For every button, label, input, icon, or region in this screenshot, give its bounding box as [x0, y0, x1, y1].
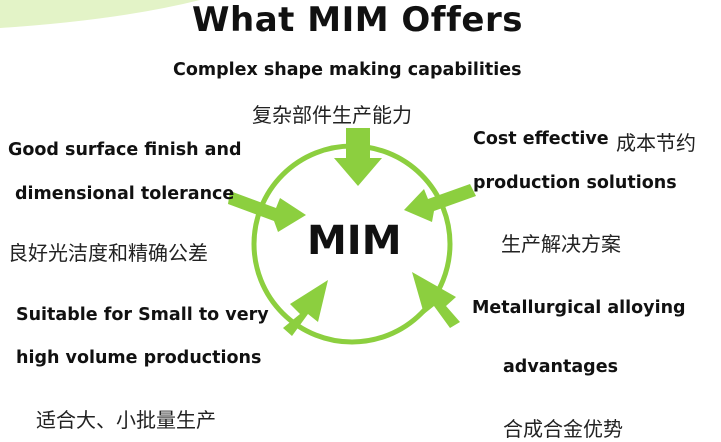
bottom-left-item-en-line1: Suitable for Small to very: [16, 305, 269, 325]
arrow-left-in: [228, 191, 306, 232]
right-item-zh-inline: 成本节约: [616, 131, 696, 155]
top-item-en: Complex shape making capabilities: [173, 60, 522, 80]
bottom-right-item-en-line2: advantages: [503, 357, 618, 377]
arrow-right-in: [404, 184, 476, 222]
page-title: What MIM Offers: [192, 0, 523, 40]
bottom-left-item-zh: 适合大、小批量生产: [36, 408, 216, 432]
right-item-en-line2: production solutions: [473, 173, 677, 193]
mim-center-label: MIM: [307, 218, 402, 264]
left-item-en-line2: dimensional tolerance: [15, 184, 235, 204]
top-item-zh: 复杂部件生产能力: [252, 103, 412, 127]
right-item-en-line1: Cost effective: [473, 129, 609, 149]
corner-accent: [0, 0, 200, 28]
bottom-left-item-en-line2: high volume productions: [16, 348, 262, 368]
left-item-en-line1: Good surface finish and: [8, 140, 242, 160]
arrow-top-down: [334, 128, 382, 186]
arrow-bottom-left-in: [283, 280, 328, 336]
bottom-right-item-zh: 合成合金优势: [503, 417, 623, 441]
right-item-zh: 生产解决方案: [501, 232, 621, 256]
bottom-right-item-en-line1: Metallurgical alloying: [472, 298, 686, 318]
arrow-bottom-right-in: [412, 272, 460, 328]
left-item-zh: 良好光洁度和精确公差: [8, 241, 208, 265]
